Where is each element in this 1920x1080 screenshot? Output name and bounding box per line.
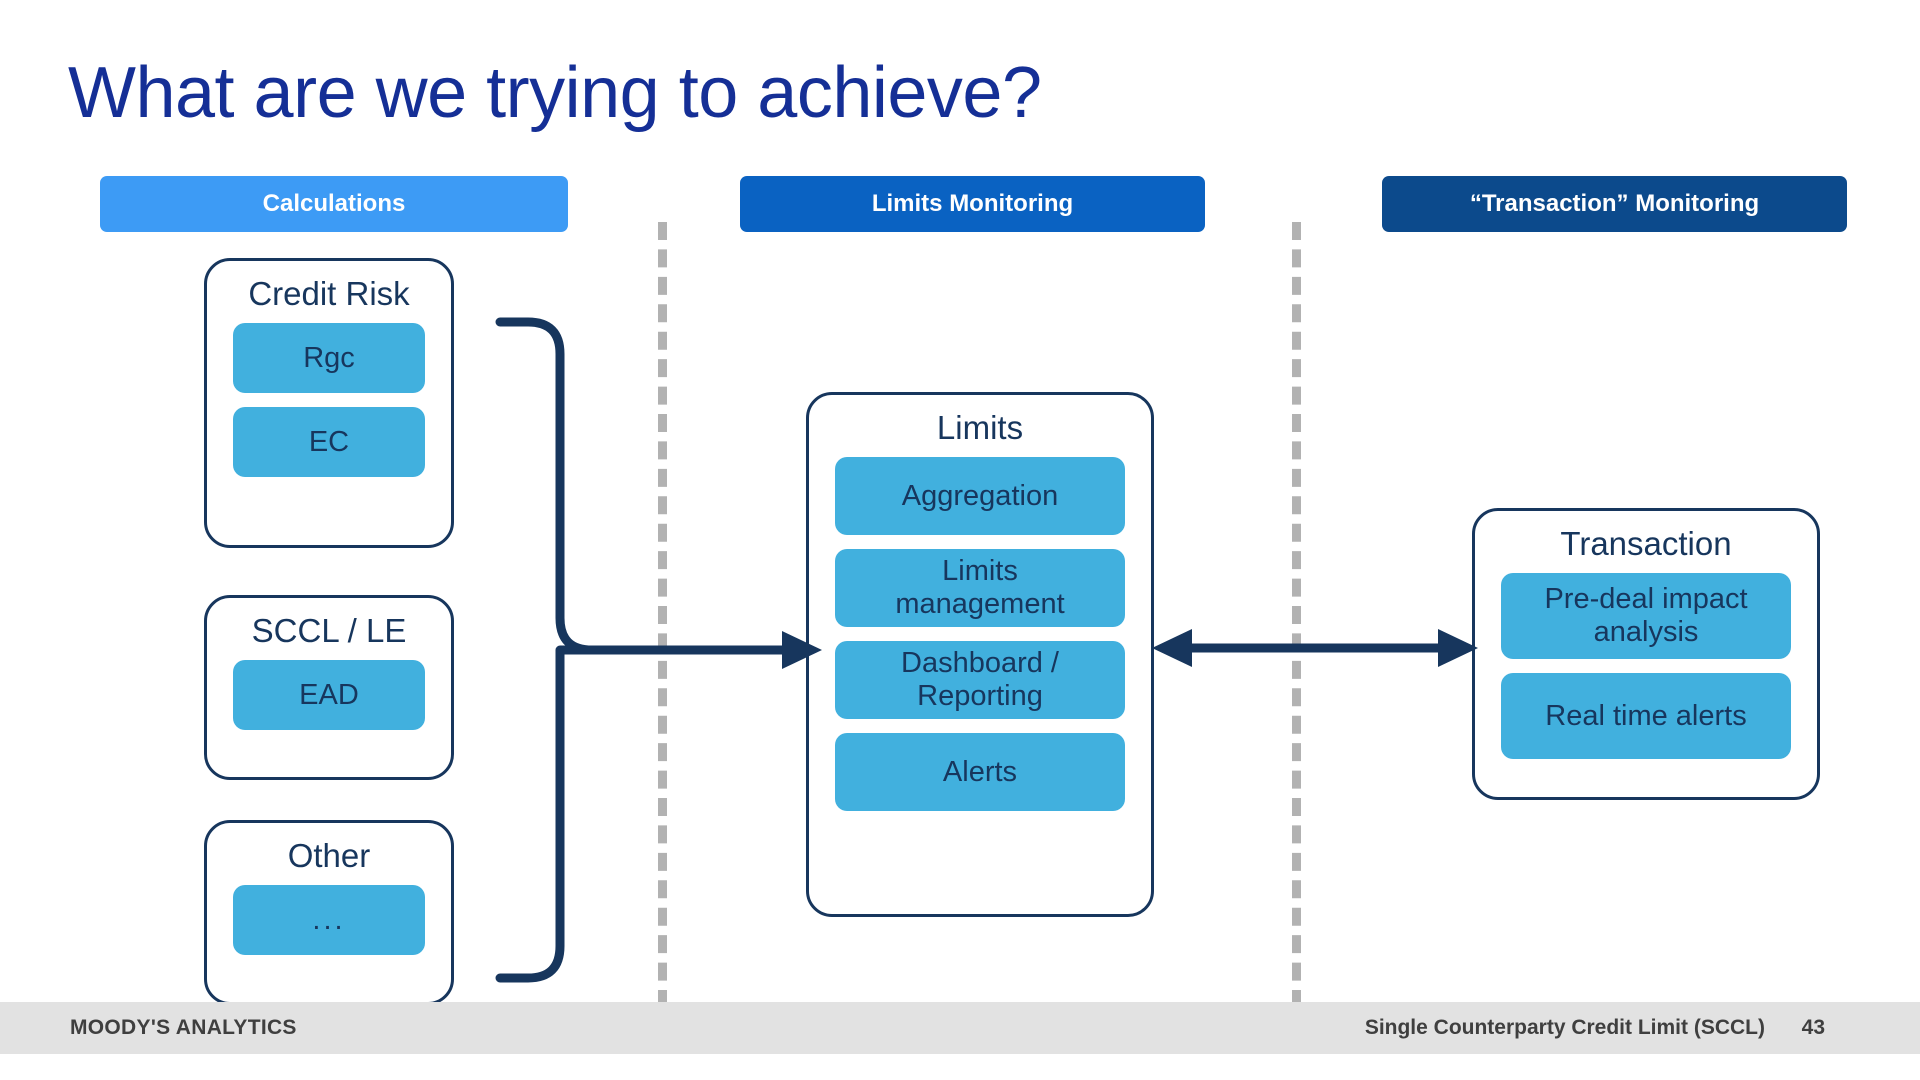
column-header-label: Calculations (262, 190, 406, 217)
card-items: EAD (207, 659, 451, 777)
page-title: What are we trying to achieve? (68, 53, 1042, 133)
column-header-limits-monitoring[interactable]: Limits Monitoring (740, 176, 1205, 232)
chip-item[interactable]: Real time alerts (1501, 672, 1791, 759)
column-divider-right (1292, 222, 1301, 1008)
chip-item[interactable]: EAD (233, 659, 425, 730)
chip-item[interactable]: Rgc (233, 322, 425, 393)
brace-connector-icon (495, 317, 822, 983)
chip-item[interactable]: ... (233, 884, 425, 955)
column-header-label: “Transaction” Monitoring (1469, 190, 1760, 217)
column-header-label: Limits Monitoring (871, 190, 1074, 217)
footer-page-number: 43 (1801, 1016, 1825, 1039)
chip-item[interactable]: Aggregation (835, 456, 1125, 535)
chip-item[interactable]: EC (233, 406, 425, 477)
column-header-transaction-monitoring[interactable]: “Transaction” Monitoring (1382, 176, 1847, 232)
double-arrow-connector-icon (1152, 629, 1478, 667)
card-items: ... (207, 884, 451, 1002)
footer-deck-title: Single Counterparty Credit Limit (SCCL) (1364, 1016, 1765, 1039)
card-items: Rgc EC (207, 322, 451, 545)
card-title: SCCL / LE (251, 612, 407, 649)
card-credit-risk[interactable]: Credit Risk Rgc EC (204, 258, 454, 548)
chip-item[interactable]: Alerts (835, 732, 1125, 811)
card-sccl-le[interactable]: SCCL / LE EAD (204, 595, 454, 780)
chip-item[interactable]: Dashboard /Reporting (835, 640, 1125, 719)
card-title: Transaction (1560, 525, 1732, 562)
column-header-calculations[interactable]: Calculations (100, 176, 568, 232)
footer-bar: MOODY'S ANALYTICS Single Counterparty Cr… (0, 1002, 1920, 1054)
card-title: Credit Risk (248, 275, 410, 312)
card-title: Limits (936, 409, 1024, 446)
card-other[interactable]: Other ... (204, 820, 454, 1005)
footer-brand: MOODY'S ANALYTICS (70, 1016, 297, 1039)
column-divider-left (658, 222, 667, 1008)
card-title: Other (287, 837, 371, 874)
